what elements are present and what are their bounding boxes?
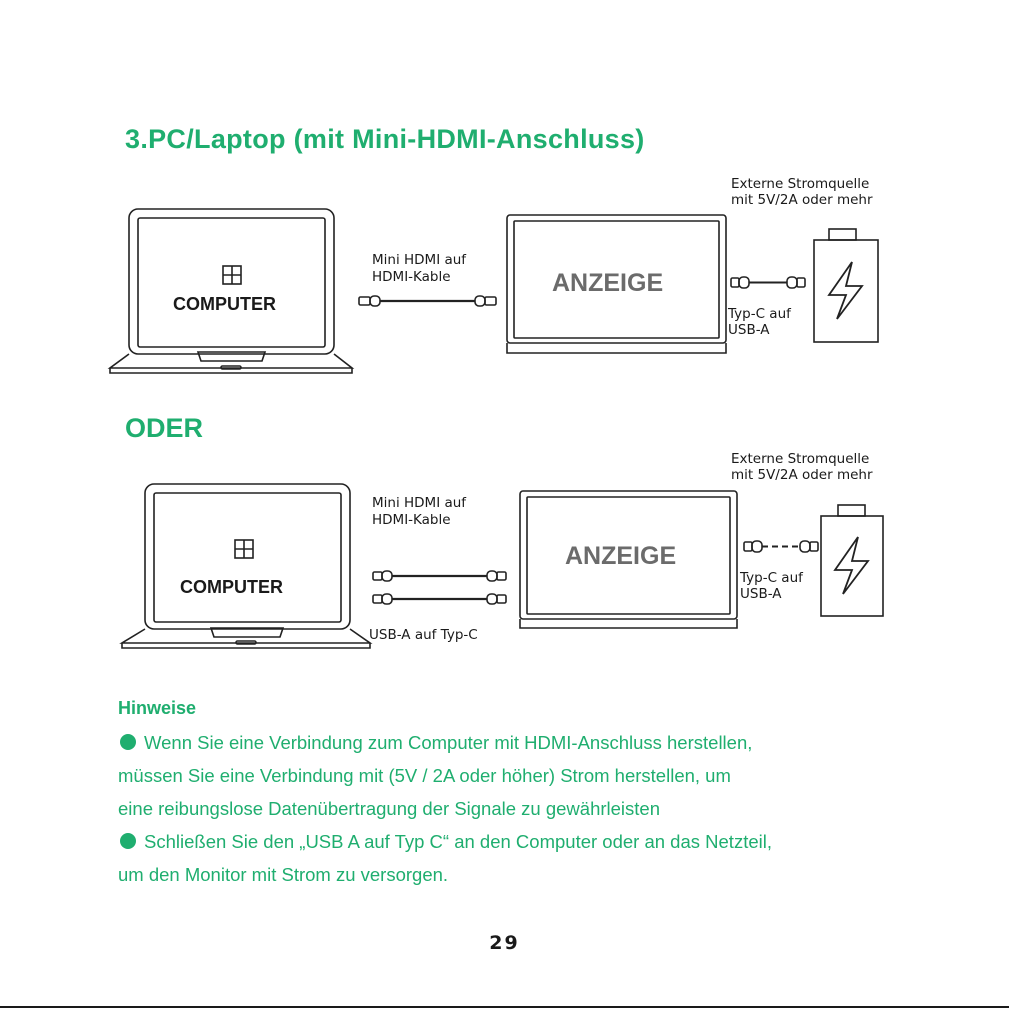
power-source-label-1b: mit 5V/2A oder mehr xyxy=(731,192,873,208)
computer-label-1: COMPUTER xyxy=(173,294,276,314)
hdmi-cable-2 xyxy=(372,570,507,582)
lightning-bolt-icon xyxy=(833,536,870,595)
typec-cable-2 xyxy=(743,540,819,553)
bullet-icon xyxy=(120,734,136,750)
hdmi-cable-label-2b: HDMI-Kable xyxy=(372,512,451,528)
note-line-4: Schließen Sie den „USB A auf Typ C“ an d… xyxy=(118,825,772,858)
note-line-3: eine reibungslose Datenübertragung der S… xyxy=(118,798,661,819)
note-text-4: Schließen Sie den „USB A auf Typ C“ an d… xyxy=(144,831,772,852)
computer-label-2: COMPUTER xyxy=(180,577,283,597)
laptop-illustration-2 xyxy=(119,483,373,649)
power-source-label-2b: mit 5V/2A oder mehr xyxy=(731,467,873,483)
typec-cable-1 xyxy=(730,276,806,289)
bullet-icon xyxy=(120,833,136,849)
power-bank-illustration-2 xyxy=(820,504,884,617)
typec-label-1a: Typ-C auf xyxy=(728,306,791,322)
or-heading: ODER xyxy=(125,413,204,443)
notes-title: Hinweise xyxy=(118,698,197,718)
power-bank-illustration-1 xyxy=(813,228,879,343)
note-line-1: Wenn Sie eine Verbindung zum Computer mi… xyxy=(118,726,752,759)
display-illustration-1 xyxy=(506,214,727,354)
display-label-2: ANZEIGE xyxy=(565,542,677,570)
power-source-label-2a: Externe Stromquelle xyxy=(731,451,870,467)
typec-label-2b: USB-A xyxy=(740,586,782,602)
lightning-bolt-icon xyxy=(827,261,864,320)
usb-cable-label: USB-A auf Typ-C xyxy=(369,627,478,643)
display-label-1: ANZEIGE xyxy=(552,269,664,297)
section-title: 3.PC/Laptop (mit Mini-HDMI-Anschluss) xyxy=(125,124,645,154)
typec-label-1b: USB-A xyxy=(728,322,770,338)
laptop-illustration-1 xyxy=(107,208,355,374)
note-text-1: Wenn Sie eine Verbindung zum Computer mi… xyxy=(144,732,753,753)
display-illustration-2 xyxy=(519,490,738,629)
hdmi-cable-label-2a: Mini HDMI auf xyxy=(372,495,467,511)
hdmi-cable-label-1b: HDMI-Kable xyxy=(372,269,451,285)
hdmi-cable-1 xyxy=(358,295,497,307)
power-source-label-1a: Externe Stromquelle xyxy=(731,176,870,192)
page-bottom-rule xyxy=(0,1006,1009,1008)
page-number: 29 xyxy=(489,932,520,954)
usb-cable-2 xyxy=(372,593,507,605)
note-line-5: um den Monitor mit Strom zu versorgen. xyxy=(118,864,449,885)
typec-label-2a: Typ-C auf xyxy=(740,570,803,586)
hdmi-cable-label-1a: Mini HDMI auf xyxy=(372,252,467,268)
note-line-2: müssen Sie eine Verbindung mit (5V / 2A … xyxy=(118,765,731,786)
windows-logo-icon xyxy=(234,539,254,559)
windows-logo-icon xyxy=(222,265,242,285)
